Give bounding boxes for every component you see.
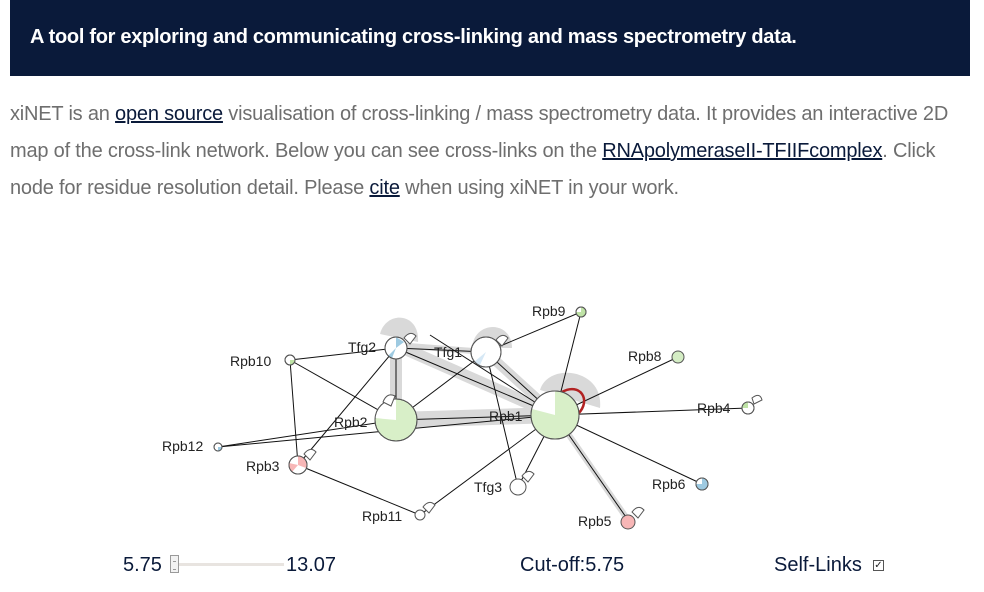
label-rpb8: Rpb8 <box>628 348 662 364</box>
cutoff-readout: Cut-off:5.75 <box>520 554 625 576</box>
banner-title: A tool for exploring and communicating c… <box>30 26 797 48</box>
link <box>289 359 299 466</box>
node-rpb4 <box>741 394 763 415</box>
intro-text-1: xiNET is an <box>10 103 116 125</box>
protein-nodes[interactable] <box>213 306 763 530</box>
node-tfg2 <box>384 332 417 360</box>
network-canvas[interactable]: Rpb9 Tfg2 Tfg1 Rpb8 Rpb10 Rpb4 Rpb2 Rpb1… <box>0 290 984 530</box>
node-rpb12 <box>213 442 223 452</box>
cutoff-slider[interactable] <box>170 555 288 575</box>
link <box>217 419 397 448</box>
label-rpb4: Rpb4 <box>697 400 731 416</box>
link <box>554 407 749 416</box>
controls-bar: 5.75 13.07 Cut-off:5.75 Self-Links ✓ <box>0 548 984 584</box>
slider-max-value: 13.07 <box>286 554 337 576</box>
link <box>289 347 397 361</box>
slider-track[interactable] <box>174 563 284 566</box>
node-rpb8 <box>671 350 685 364</box>
node-rpb5 <box>620 506 645 530</box>
node-tfg1 <box>470 334 509 368</box>
label-rpb12: Rpb12 <box>162 438 203 454</box>
open-source-link[interactable]: open source <box>115 103 223 125</box>
crosslink-network[interactable]: Rpb9 Tfg2 Tfg1 Rpb8 Rpb10 Rpb4 Rpb2 Rpb1… <box>0 290 984 530</box>
intro-text-3: . Click node for residue resolution deta… <box>10 140 936 199</box>
node-rpb11 <box>414 501 436 521</box>
node-rpb10 <box>284 354 296 366</box>
label-rpb5: Rpb5 <box>578 513 612 529</box>
link <box>395 347 556 416</box>
header-banner: A tool for exploring and communicating c… <box>10 0 970 76</box>
link <box>419 414 556 516</box>
node-rpb1 <box>530 390 580 440</box>
link <box>395 414 556 421</box>
self-links-label: Self-Links <box>774 554 862 576</box>
label-rpb3: Rpb3 <box>246 458 280 474</box>
link <box>297 464 421 516</box>
label-tfg2: Tfg2 <box>348 339 376 355</box>
complex-link[interactable]: RNApolymeraseII-TFIIFcomplex <box>602 140 883 162</box>
self-link-rpb1[interactable] <box>561 388 586 415</box>
node-rpb2 <box>374 394 418 442</box>
label-rpb6: Rpb6 <box>652 476 686 492</box>
label-tfg1: Tfg1 <box>434 344 462 360</box>
slider-handle[interactable] <box>170 555 179 573</box>
intro-text-4: when using xiNET in your work. <box>399 177 679 199</box>
node-rpb6 <box>695 477 709 491</box>
label-rpb1: Rpb1 <box>489 408 523 424</box>
link <box>297 347 397 466</box>
link <box>429 334 556 416</box>
intro-text-2: visualisation of cross-linking / mass sp… <box>10 103 949 162</box>
label-rpb10: Rpb10 <box>230 353 271 369</box>
label-rpb2: Rpb2 <box>334 414 368 430</box>
intro-paragraph: xiNET is an open source visualisation of… <box>10 96 972 228</box>
slider-min-value: 5.75 <box>123 554 162 576</box>
node-rpb9 <box>575 306 587 318</box>
self-links-checkbox[interactable]: ✓ <box>873 560 884 571</box>
label-tfg3: Tfg3 <box>474 479 502 495</box>
label-rpb9: Rpb9 <box>532 303 566 319</box>
node-tfg3 <box>509 470 535 496</box>
cite-link[interactable]: cite <box>369 177 400 199</box>
protein-labels: Rpb9 Tfg2 Tfg1 Rpb8 Rpb10 Rpb4 Rpb2 Rpb1… <box>162 303 731 529</box>
link <box>554 414 703 485</box>
node-rpb3 <box>288 448 317 475</box>
label-rpb11: Rpb11 <box>362 508 402 524</box>
